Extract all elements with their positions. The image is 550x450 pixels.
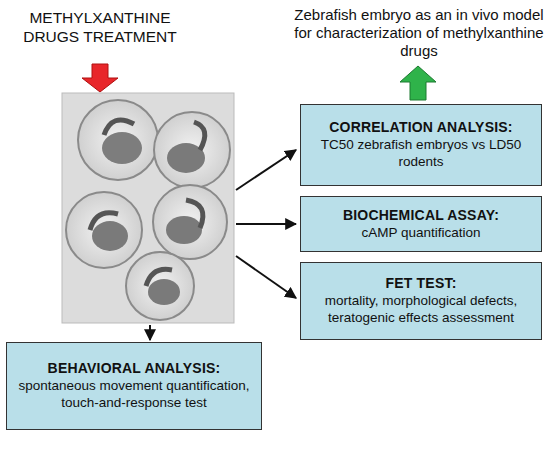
treatment-arrow — [82, 64, 118, 92]
input-label: METHYLXANTHINE DRUGS TREATMENT — [20, 8, 180, 47]
pointer-arrow — [236, 256, 296, 298]
process-box: BEHAVIORAL ANALYSIS: spontaneous movement… — [6, 342, 262, 430]
box-body: TC50 zebrafish embryos vs LD50 rodents — [309, 137, 533, 171]
embryo-photo — [62, 93, 234, 323]
pointer-arrow — [149, 325, 151, 340]
box-body: spontaneous movement quantification, tou… — [15, 378, 253, 412]
box-heading: BIOCHEMICAL ASSAY: — [309, 207, 533, 223]
box-heading: BEHAVIORAL ANALYSIS: — [15, 360, 253, 376]
box-heading: CORRELATION ANALYSIS: — [309, 119, 533, 135]
process-box: BIOCHEMICAL ASSAY: cAMP quantification — [300, 196, 542, 252]
box-body: mortality, morphological defects, terato… — [309, 293, 533, 327]
box-body: cAMP quantification — [309, 225, 533, 242]
pointer-arrow — [236, 223, 296, 225]
result-arrow — [400, 66, 436, 100]
conclusion-label: Zebrafish embryo as an in vivo model for… — [290, 6, 548, 60]
box-heading: FET TEST: — [309, 275, 533, 291]
pointer-arrow — [236, 150, 296, 190]
process-box: FET TEST: mortality, morphological defect… — [300, 262, 542, 340]
process-box: CORRELATION ANALYSIS: TC50 zebrafish embr… — [300, 104, 542, 186]
